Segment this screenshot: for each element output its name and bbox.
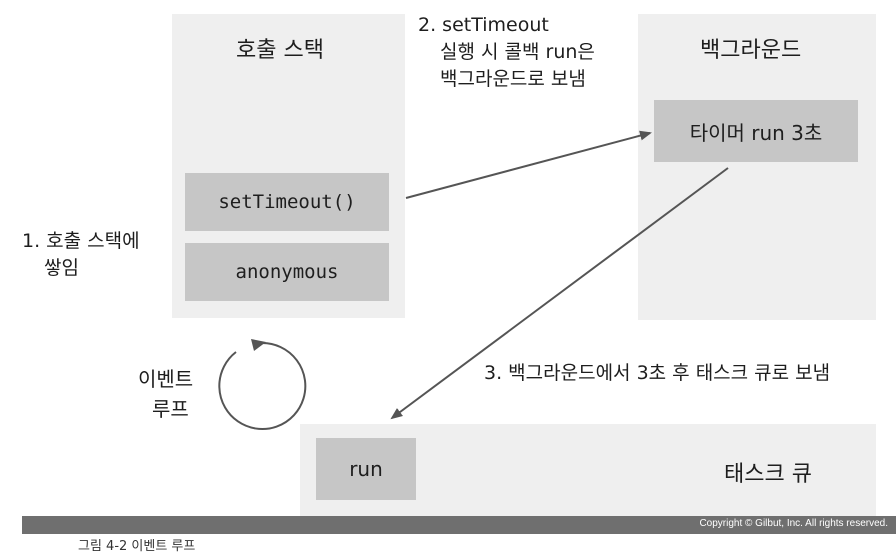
background-title: 백그라운드: [700, 38, 802, 63]
step2-line2: 실행 시 콜백 run은: [440, 41, 595, 63]
event-loop-line1: 이벤트: [138, 367, 194, 391]
step1-label: 1. 호출 스택에 쌓임: [22, 228, 140, 282]
step1-line2: 쌓임: [44, 257, 79, 279]
call-stack-panel: 호출 스택 setTimeout() anonymous: [172, 14, 405, 318]
task-queue-item-run: run: [316, 438, 416, 500]
event-loop-line2: 루프: [152, 397, 189, 421]
step2-line1: 2. setTimeout: [418, 14, 549, 36]
step2-label: 2. setTimeout 실행 시 콜백 run은 백그라운드로 보냄: [418, 12, 595, 93]
arrow-to-background: [405, 130, 652, 199]
event-loop-cycle-icon: [218, 341, 307, 430]
event-loop-arrowhead-icon: [251, 339, 266, 351]
copyright-text: Copyright © Gilbut, Inc. All rights rese…: [699, 518, 888, 529]
task-queue-title: 태스크 큐: [724, 462, 812, 487]
arrow-to-task-queue: [390, 167, 729, 420]
step2-line3: 백그라운드로 보냄: [440, 68, 586, 90]
step3-label: 3. 백그라운드에서 3초 후 태스크 큐로 보냄: [484, 362, 831, 384]
background-panel: 백그라운드 타이머 run 3초: [638, 14, 876, 320]
call-stack-title: 호출 스택: [236, 38, 324, 63]
event-loop-label: 이벤트 루프: [138, 364, 193, 424]
call-stack-item-anonymous: anonymous: [185, 243, 389, 301]
figure-caption: 그림 4-2 이벤트 루프: [78, 539, 196, 554]
step1-line1: 1. 호출 스택에: [22, 230, 140, 252]
task-queue-panel: run 태스크 큐: [300, 424, 876, 516]
call-stack-item-settimeout: setTimeout(): [185, 173, 389, 231]
footer-bar: Copyright © Gilbut, Inc. All rights rese…: [22, 516, 896, 534]
background-item-timer: 타이머 run 3초: [654, 100, 858, 162]
